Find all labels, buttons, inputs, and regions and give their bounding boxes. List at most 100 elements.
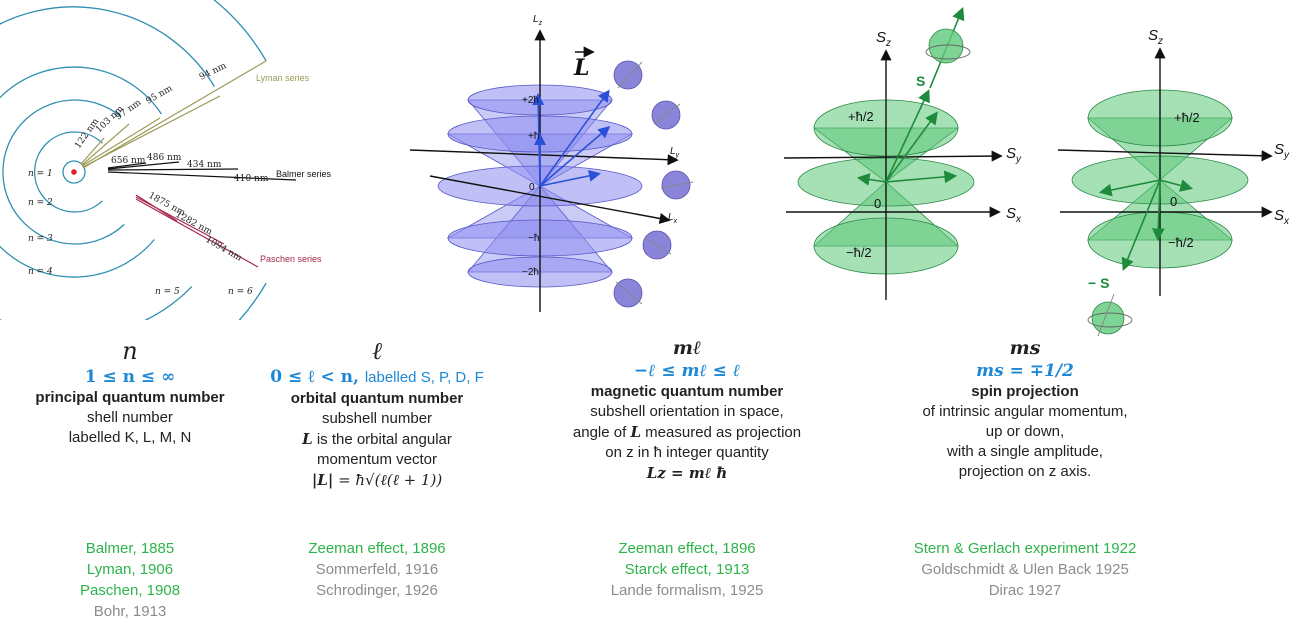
spin-ball [1092,302,1124,334]
axis-sx-label: Sx [1006,205,1022,225]
range-l-formula: 0 ≤ ℓ < n, [270,367,359,387]
lyman-line-label: 95 nm [145,83,175,106]
history-entry: Dirac 1927 [880,580,1170,601]
level-label: −ħ/2 [846,245,872,260]
shell-label: n = 1 [28,169,53,179]
name-l: orbital quantum number [262,389,492,409]
formula-ml: Lz = mℓ ħ [542,463,832,483]
history-entry: Starck effect, 1913 [542,559,832,580]
paschen-line-label: 1094 nm [204,235,244,264]
balmer-line-label: 656 nm [111,156,146,166]
level-label: +ħ/2 [1174,110,1200,125]
spin-up-diagram-svg: Sz Sy Sx S +ħ/2 0 −ħ/2 [770,0,1040,320]
symbol-ml: mℓ [542,336,832,360]
history-entry: Paschen, 1908 [30,580,230,601]
axis-lx-label: Lx [668,212,678,225]
level-label: 0 [529,182,535,193]
spin-down-diagram: Sz Sy Sx − S +ħ/2 0 −ħ/2 [1040,0,1296,340]
formula-l-rhs: = ħ√(ℓ(ℓ + 1)) [338,471,442,489]
description-line: on z in ħ integer quantity [542,443,832,463]
nucleus [71,169,77,175]
history-entry: Schrodinger, 1926 [262,580,492,601]
history-orbital: Zeeman effect, 1896 Sommerfeld, 1916 Sch… [262,538,492,601]
formula-l: |L| = ħ√(ℓ(ℓ + 1)) [262,470,492,490]
axis-sy-label: Sy [1006,145,1022,165]
name-ml: magnetic quantum number [542,382,832,402]
balmer-line-label: 410 nm [234,174,269,184]
description-line: angle of L measured as projection [542,422,832,443]
description-line: L is the orbital angular [262,429,492,450]
vector-minus-s-label: − S [1088,275,1109,291]
lyman-line-label: 94 nm [198,61,229,83]
shell-label: n = 3 [28,234,53,244]
description-line: with a single amplitude, [880,442,1170,462]
bohr-diagram: 122 nm 103 nm 97 nm 95 nm 94 nm 656 nm 4… [0,0,360,320]
electron-ball [614,61,642,89]
description-line: subshell orientation in space, [542,402,832,422]
shell-label: n = 6 [228,287,253,297]
range-ml: −ℓ ≤ mℓ ≤ ℓ [542,360,832,382]
spin-up-diagram: Sz Sy Sx S +ħ/2 0 −ħ/2 [770,0,1040,320]
name-n: principal quantum number [30,388,230,408]
text: angle of [573,424,626,441]
shell-label: n = 2 [28,198,53,208]
range-n: 1 ≤ n ≤ ∞ [30,366,230,388]
symbol-l: ℓ [262,336,492,366]
vector-l-text: is the orbital angular [317,431,452,448]
description-line: up or down, [880,422,1170,442]
history-magnetic: Zeeman effect, 1896 Starck effect, 1913 … [542,538,832,601]
history-entry: Zeeman effect, 1896 [262,538,492,559]
level-label: +ħ/2 [848,109,874,124]
axis-sy [784,156,1000,158]
lyman-line-label: 97 nm [114,98,144,123]
axis-sy-label: Sy [1274,141,1290,161]
text: measured as projection [645,424,801,441]
vector-l-symbol: L [630,423,641,441]
history-entry: Goldschmidt & Ulen Back 1925 [880,559,1170,580]
description-line: subshell number [262,409,492,429]
level-label: −ħ [528,233,539,244]
axis-sz-label: Sz [876,29,891,49]
level-label: +2ħ [522,95,539,106]
column-spin: ms ms = ∓1/2 spin projection of intrinsi… [880,336,1170,482]
paschen-series-label: Paschen series [260,254,322,264]
range-l: 0 ≤ ℓ < n, labelled S, P, D, F [262,366,492,389]
column-orbital: ℓ 0 ≤ ℓ < n, labelled S, P, D, F orbital… [262,336,492,490]
history-entry: Lyman, 1906 [30,559,230,580]
column-principal: n 1 ≤ n ≤ ∞ principal quantum number she… [30,336,230,448]
bohr-diagram-svg: 122 nm 103 nm 97 nm 95 nm 94 nm 656 nm 4… [0,0,360,320]
orbital-diagram-svg: Lz Ly Lx L +2ħ +ħ 0 −ħ −2ħ [380,0,710,320]
description-line: of intrinsic angular momentum, [880,402,1170,422]
range-l-suffix: labelled S, P, D, F [365,369,484,386]
level-label: +ħ [528,131,539,142]
vector-l-symbol: L [302,430,313,448]
lyman-series-label: Lyman series [256,73,310,83]
history-entry: Lande formalism, 1925 [542,580,832,601]
description-line: labelled K, L, M, N [30,428,230,448]
vector-l-label: L [573,55,589,81]
history-spin: Stern & Gerlach experiment 1922 Goldschm… [880,538,1170,601]
description-line: shell number [30,408,230,428]
history-entry: Bohr, 1913 [30,601,230,622]
axis-sx-label: Sx [1274,207,1290,227]
level-label: −2ħ [522,267,539,278]
symbol-n: n [30,336,230,366]
axis-ly-label: Ly [670,146,680,159]
history-principal: Balmer, 1885 Lyman, 1906 Paschen, 1908 B… [30,538,230,622]
level-label: 0 [1170,194,1177,209]
formula-l-lhs: |L| [312,471,333,489]
history-entry: Sommerfeld, 1916 [262,559,492,580]
vector-s-label: S [916,73,925,89]
electron-ball [614,279,642,307]
balmer-series-label: Balmer series [276,169,332,179]
level-label: −ħ/2 [1168,235,1194,250]
history-entry: Zeeman effect, 1896 [542,538,832,559]
level-label: 0 [874,196,881,211]
description-line: projection on z axis. [880,462,1170,482]
orbital-diagram: Lz Ly Lx L +2ħ +ħ 0 −ħ −2ħ [380,0,710,320]
description-line: momentum vector [262,450,492,470]
symbol-ms: ms [880,336,1170,360]
column-magnetic: mℓ −ℓ ≤ mℓ ≤ ℓ magnetic quantum number s… [542,336,832,483]
spin-down-diagram-svg: Sz Sy Sx − S +ħ/2 0 −ħ/2 [1040,0,1296,340]
shell-label: n = 4 [28,267,53,277]
